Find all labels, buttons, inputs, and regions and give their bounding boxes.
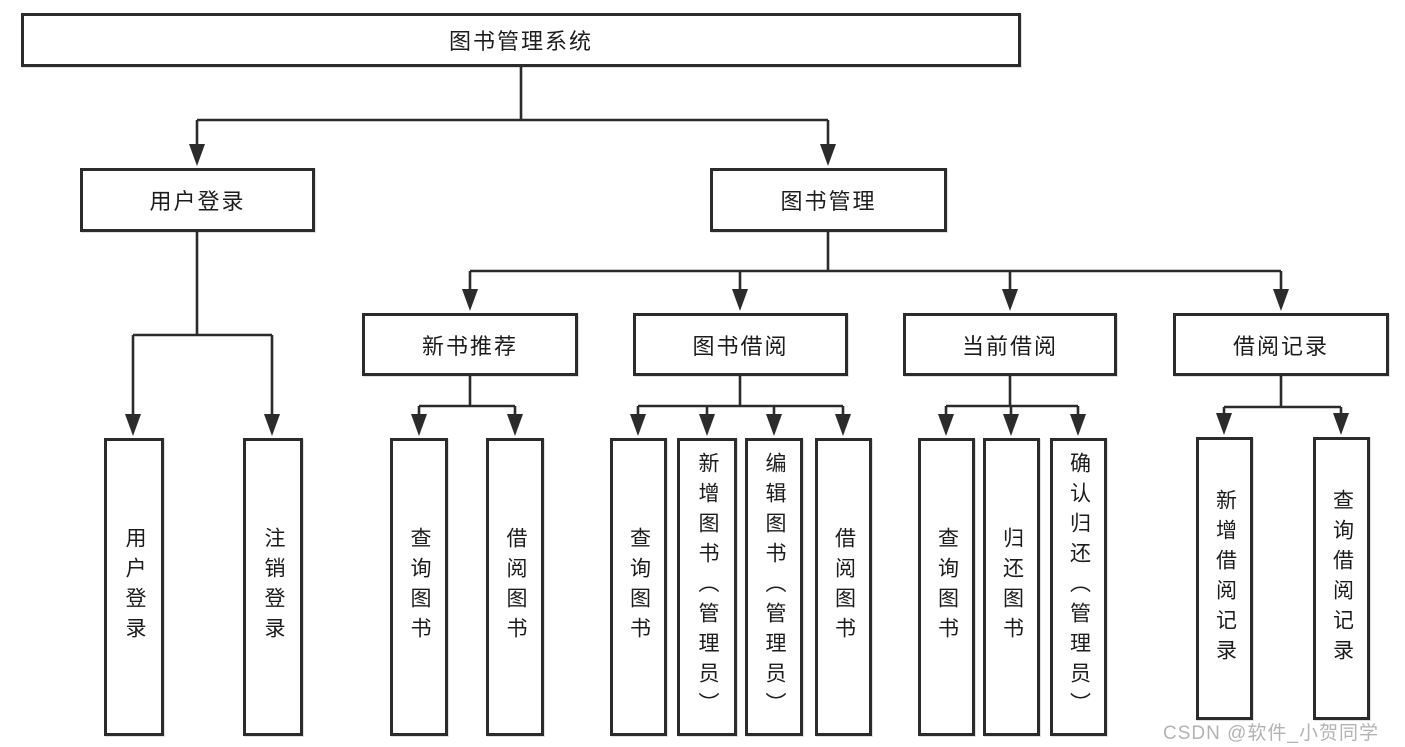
leaf-query-books-recommend: 查询图书: [390, 438, 448, 736]
arrowhead: [189, 144, 205, 166]
arrowhead: [732, 289, 748, 311]
connector-book-borrow: [636, 376, 845, 415]
connector-root: [195, 67, 830, 145]
node-current-borrow: 当前借阅: [903, 313, 1117, 376]
node-new-book-recommend: 新书推荐: [362, 313, 578, 376]
connector-current-borrow: [944, 376, 1080, 415]
arrowhead: [125, 414, 141, 436]
node-user-login: 用户登录: [80, 168, 315, 232]
leaf-user-login: 用户登录: [104, 438, 164, 736]
node-borrow-records: 借阅记录: [1173, 313, 1389, 376]
leaf-confirm-return-admin: 确认归还（管理员）: [1050, 438, 1107, 736]
node-root: 图书管理系统: [21, 13, 1021, 67]
node-book-management: 图书管理: [710, 168, 947, 232]
connector-user-login: [131, 232, 274, 415]
leaf-return-book: 归还图书: [983, 438, 1040, 736]
connector-book-management: [468, 232, 1283, 290]
connector-new-book: [417, 376, 517, 415]
leaf-logout: 注销登录: [243, 438, 303, 736]
arrowhead: [411, 414, 427, 436]
leaf-query-books-current: 查询图书: [918, 438, 975, 736]
leaf-edit-book-admin: 编辑图书（管理员）: [745, 438, 803, 736]
arrowhead: [699, 414, 715, 436]
arrowhead: [1333, 413, 1349, 435]
arrowhead: [507, 414, 523, 436]
arrowhead: [462, 289, 478, 311]
leaf-query-books-borrow: 查询图书: [610, 438, 667, 736]
leaf-add-book-admin: 新增图书（管理员）: [677, 438, 737, 736]
arrowhead: [766, 414, 782, 436]
connector-borrow-records: [1222, 376, 1343, 414]
node-book-borrow: 图书借阅: [633, 313, 848, 376]
arrowhead: [1216, 413, 1232, 435]
arrowhead: [1070, 414, 1086, 436]
leaf-borrow-books: 借阅图书: [815, 438, 872, 736]
leaf-add-borrow-record: 新增借阅记录: [1196, 437, 1253, 720]
arrowhead: [264, 414, 280, 436]
leaf-query-borrow-record: 查询借阅记录: [1313, 437, 1370, 720]
arrowhead: [1003, 414, 1019, 436]
arrowhead: [630, 414, 646, 436]
arrowhead: [1273, 289, 1289, 311]
arrowhead: [938, 414, 954, 436]
arrowhead: [1002, 289, 1018, 311]
arrowhead: [835, 414, 851, 436]
csdn-watermark: CSDN @软件_小贺同学: [1163, 723, 1379, 744]
arrowhead: [820, 144, 836, 166]
leaf-borrow-books-recommend: 借阅图书: [486, 438, 544, 736]
